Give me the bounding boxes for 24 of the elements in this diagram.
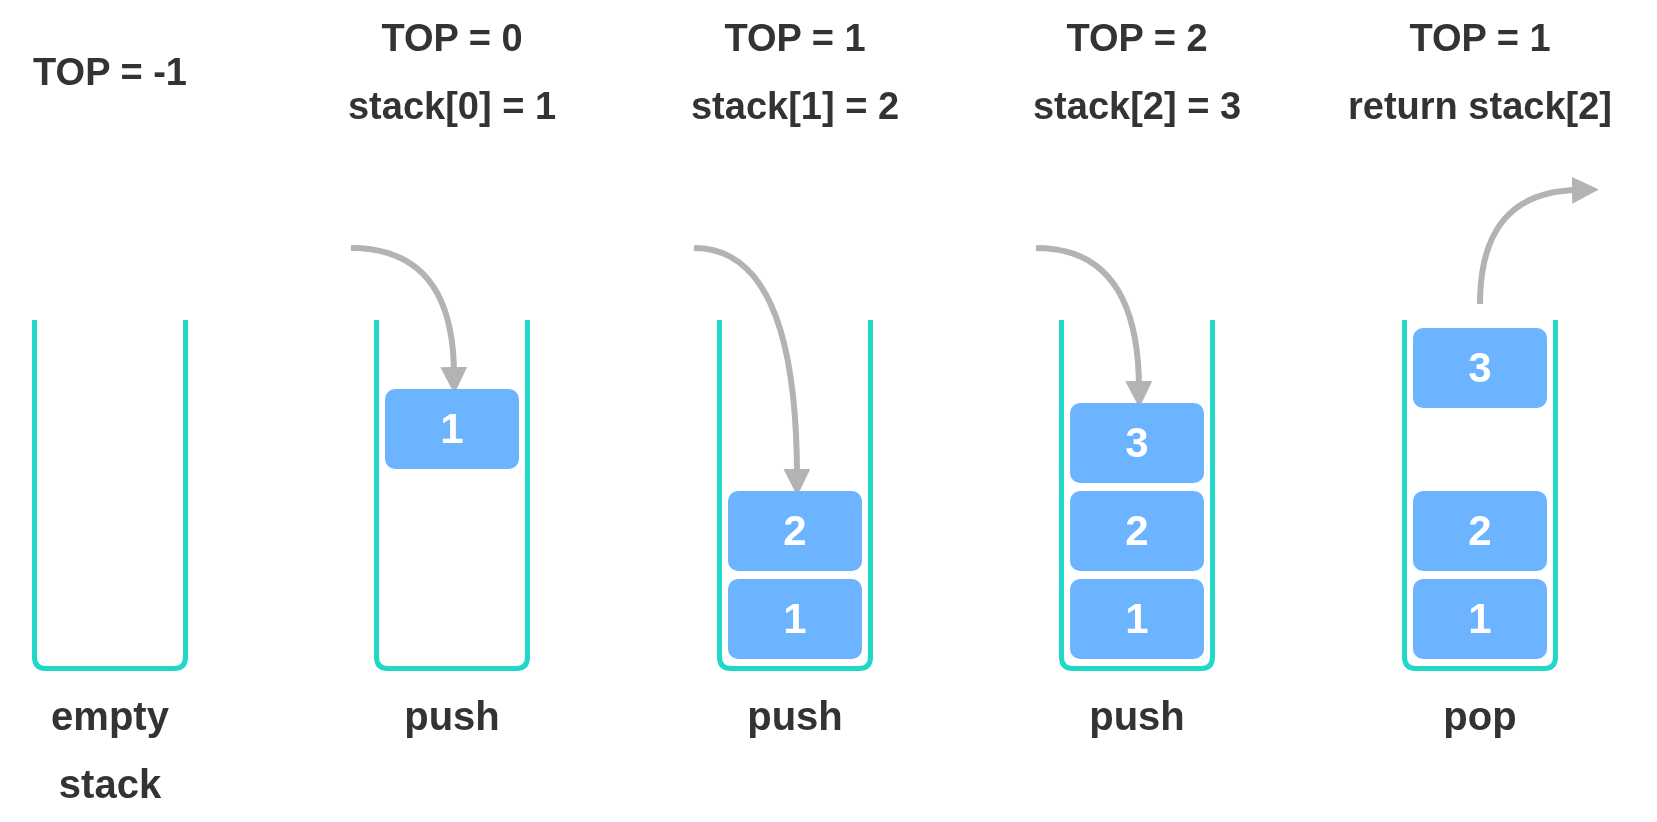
state-label: stack[1] = 2 [690, 84, 900, 129]
operation-label: push [746, 693, 844, 740]
curved-arrow [1477, 176, 1599, 305]
stack-item: 3 [1070, 403, 1204, 483]
stack-item: 2 [1413, 491, 1547, 571]
stack-item: 2 [728, 491, 862, 571]
stack-item: 1 [1070, 579, 1204, 659]
state-label: TOP = 1 [1409, 16, 1551, 61]
stack-item: 1 [1413, 579, 1547, 659]
stack-item: 3 [1413, 328, 1547, 408]
operation-label: push [1088, 693, 1186, 740]
stack-item: 1 [385, 389, 519, 469]
operation-label: push [403, 693, 501, 740]
state-label: TOP = -1 [33, 50, 187, 95]
stack-item: 2 [1070, 491, 1204, 571]
state-label: return stack[2] [1348, 84, 1612, 129]
operation-label: pop [1442, 693, 1518, 740]
stack-item: 1 [728, 579, 862, 659]
state-label: TOP = 2 [1066, 16, 1208, 61]
state-label: TOP = 0 [381, 16, 523, 61]
state-label: stack[0] = 1 [347, 84, 557, 129]
operation-label: empty stack [50, 693, 170, 808]
state-label: TOP = 1 [724, 16, 866, 61]
state-label: stack[2] = 3 [1032, 84, 1242, 129]
